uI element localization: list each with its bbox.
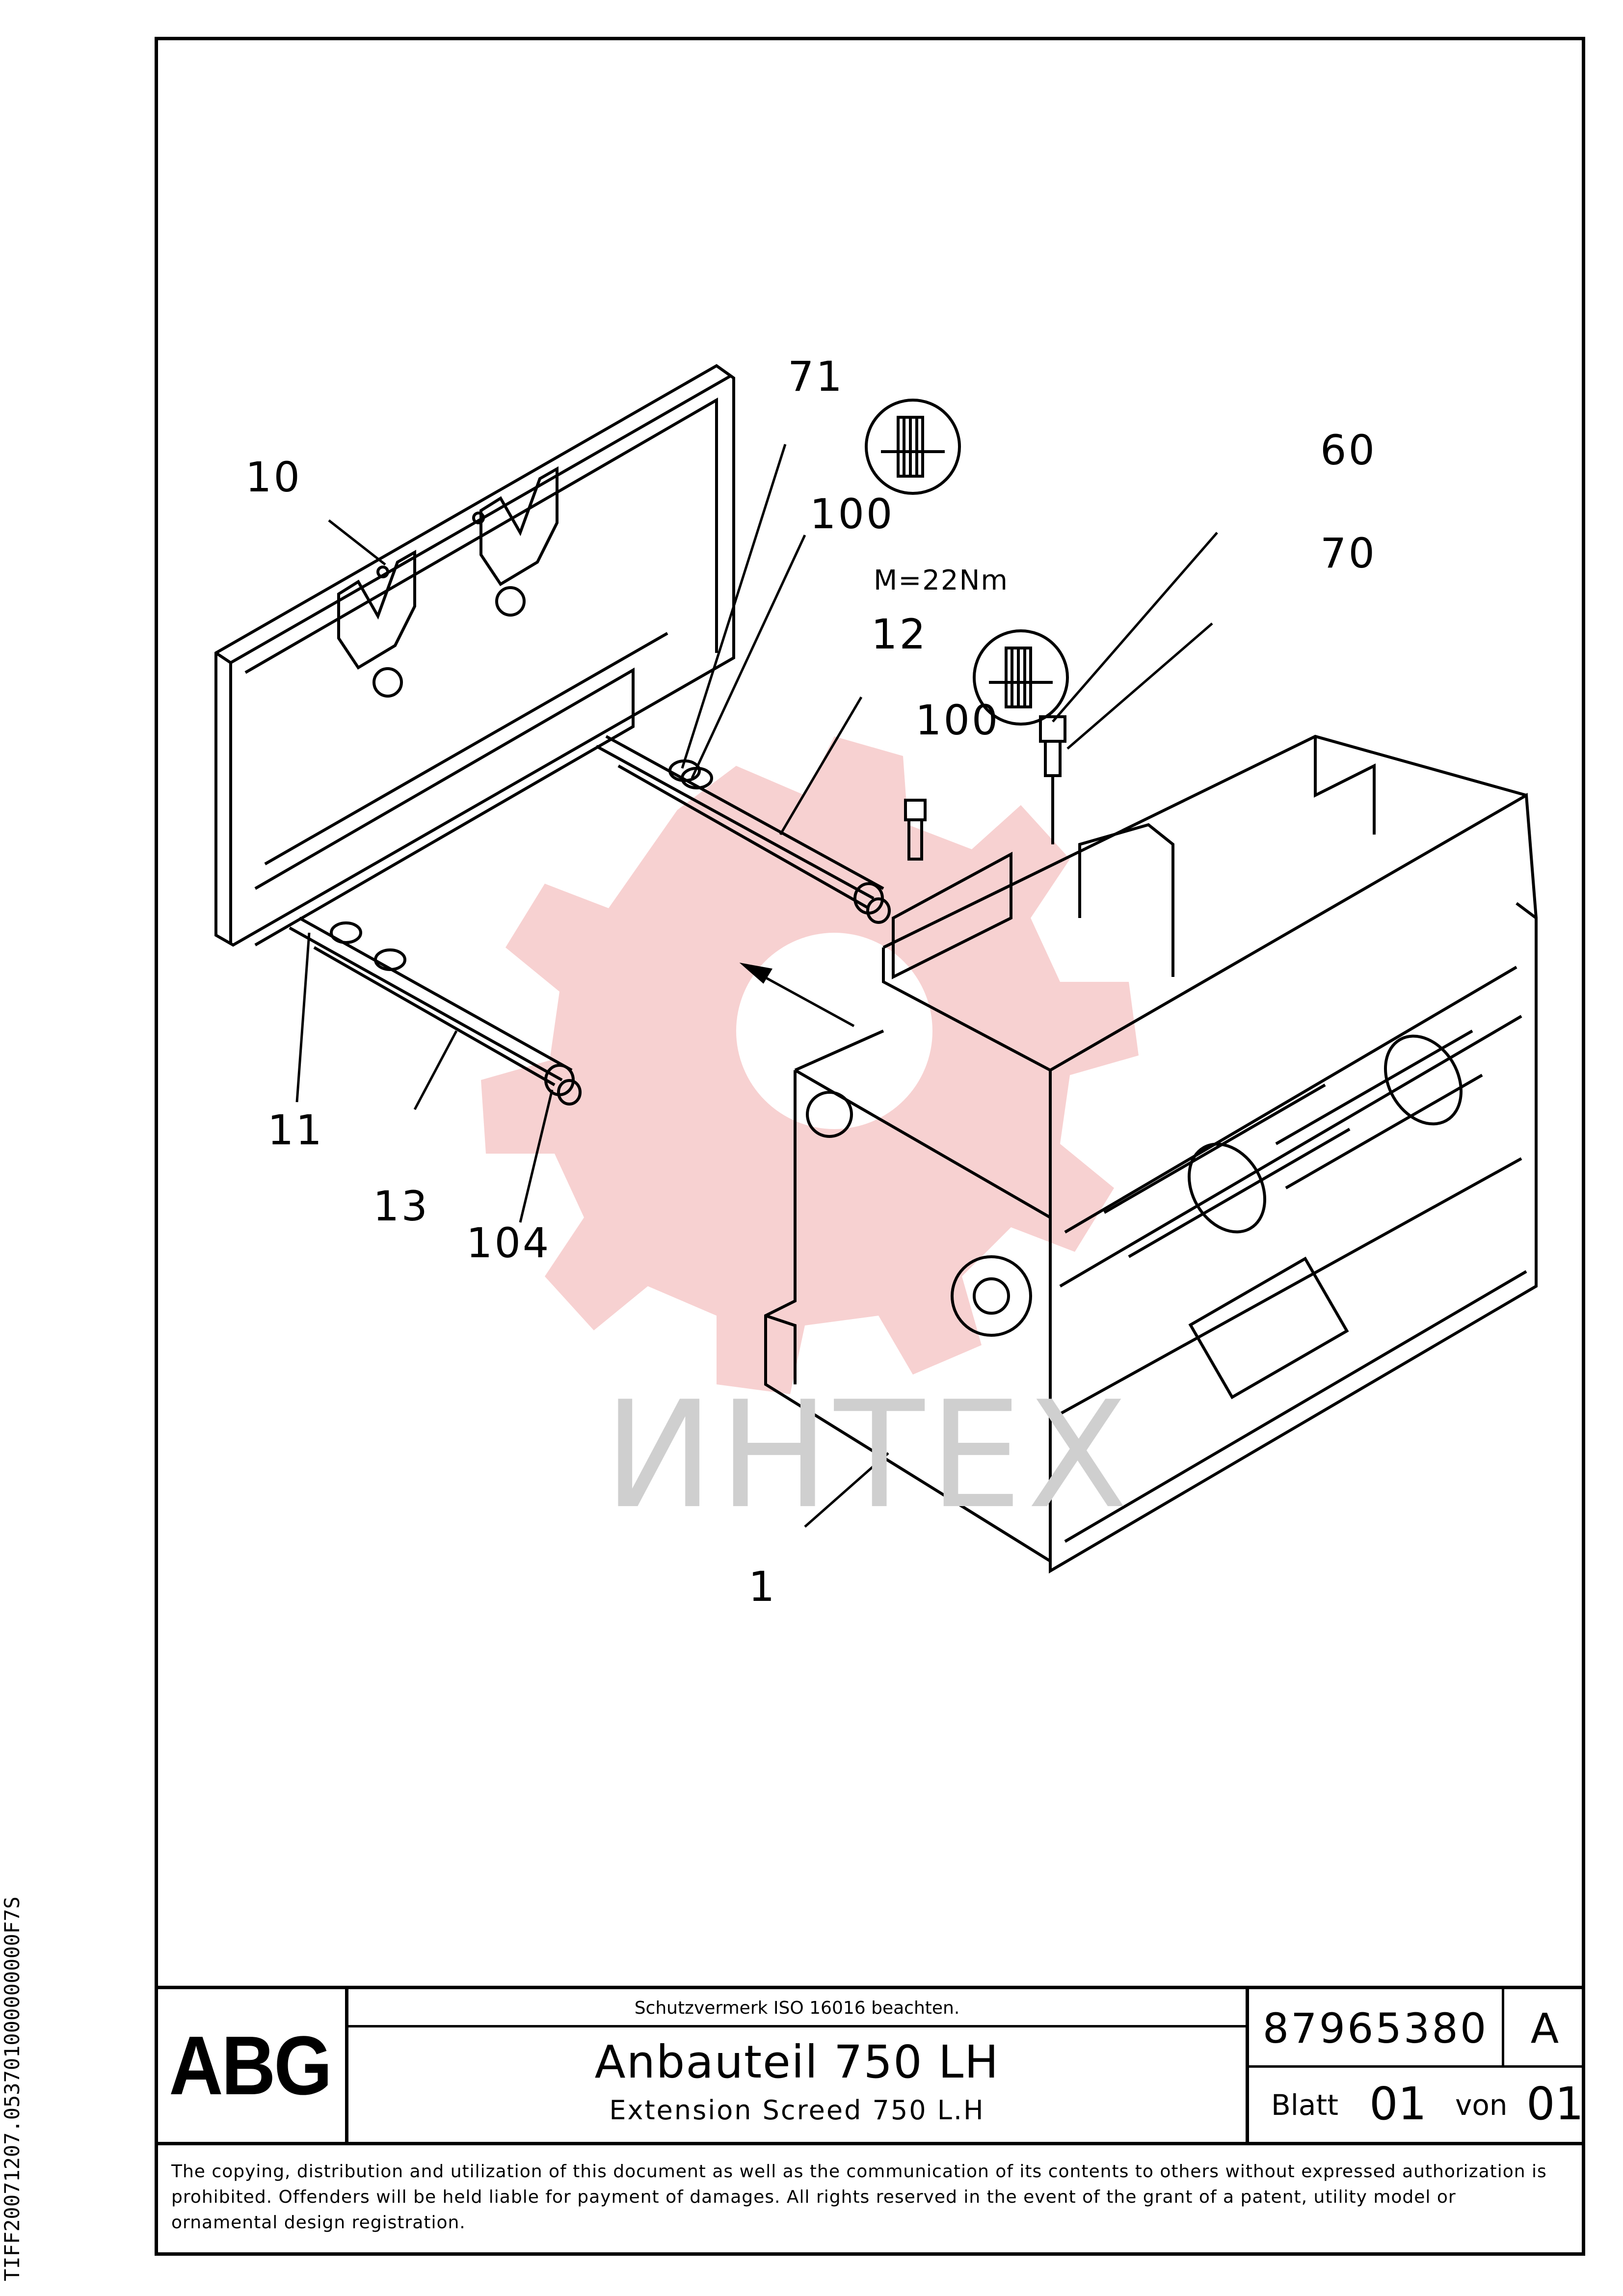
callout-12: 12: [871, 610, 928, 658]
torque-label: M=22Nm: [874, 565, 1009, 596]
company-logo: ABG: [155, 1989, 348, 2142]
title-block-right: 87965380 A Blatt 01 von 01: [1249, 1989, 1585, 2142]
callout-10: 10: [245, 453, 302, 501]
callout-1: 1: [748, 1563, 777, 1611]
callout-100-lower: 100: [915, 696, 1000, 744]
callout-70: 70: [1320, 529, 1377, 577]
sheet-info: Blatt 01 von 01: [1249, 2068, 1585, 2142]
revision: A: [1504, 1989, 1585, 2068]
threadlock-symbol-icon: [865, 399, 961, 495]
mounting-plate-part: [214, 364, 735, 947]
leader-lines: [295, 444, 1218, 1528]
drawing-title: Anbauteil 750 LH: [594, 2036, 1000, 2088]
sheet-number: 01: [1369, 2078, 1427, 2130]
logo-text: ABG: [169, 2019, 332, 2112]
screed-body-part: [764, 734, 1538, 1574]
callout-13: 13: [373, 1182, 429, 1230]
drawing-subtitle: Extension Screed 750 L.H: [609, 2095, 985, 2126]
copyright-notice: The copying, distribution and utilizatio…: [155, 2142, 1585, 2256]
threadlock-symbol-icon: [973, 629, 1069, 726]
callout-60: 60: [1320, 426, 1377, 474]
sheet-label: Blatt: [1271, 2088, 1338, 2122]
callout-11: 11: [267, 1106, 324, 1154]
callout-104: 104: [466, 1219, 551, 1267]
guide-rod-lower-part: [289, 917, 582, 1106]
title-block: ABG Schutzvermerk ISO 16016 beachten. An…: [155, 1986, 1585, 2142]
sheet-total: 01: [1526, 2078, 1584, 2130]
callout-100-upper: 100: [810, 490, 895, 538]
drawing-frame: [155, 37, 1585, 2256]
document-number: 87965380: [1249, 1989, 1504, 2068]
bolt-part: [904, 715, 1066, 861]
title-block-middle: Schutzvermerk ISO 16016 beachten. Anbaut…: [348, 1989, 1249, 2142]
callout-71: 71: [788, 352, 844, 401]
protection-notice: Schutzvermerk ISO 16016 beachten.: [348, 1989, 1246, 2027]
side-code: TIFF20071207.053701000000000F7S: [0, 1896, 24, 2281]
of-label: von: [1455, 2088, 1508, 2122]
watermark-text: ИНТЕХ: [604, 1370, 1133, 1541]
